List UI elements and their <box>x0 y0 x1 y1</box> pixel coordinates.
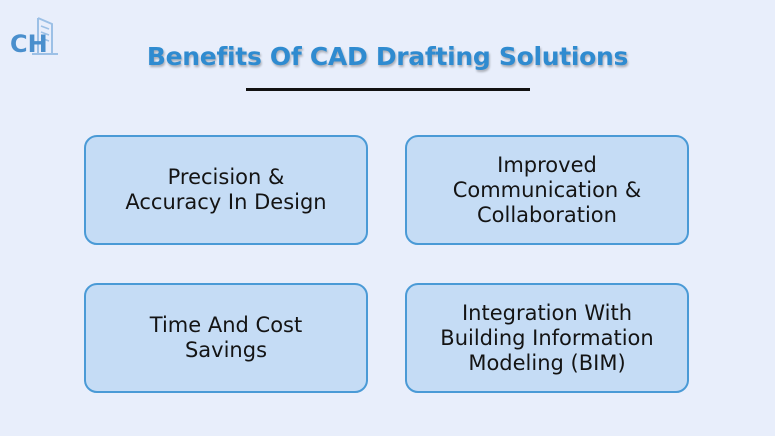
benefit-card-line: Collaboration <box>477 202 617 227</box>
benefit-card-text: Improved Communication & Collaboration <box>453 153 642 228</box>
title-underline <box>246 88 530 91</box>
benefit-card-line: Modeling (BIM) <box>468 350 626 375</box>
benefit-card-precision: Precision & Accuracy In Design <box>84 135 368 245</box>
page-title: Benefits Of CAD Drafting Solutions <box>146 42 629 71</box>
benefit-card-communication: Improved Communication & Collaboration <box>405 135 689 245</box>
benefit-card-line: Integration With <box>461 300 633 325</box>
benefit-card-text: Integration With Building Information Mo… <box>440 301 653 376</box>
benefit-card-line: Savings <box>184 338 268 362</box>
benefit-card-text: Time And Cost Savings <box>150 313 302 363</box>
benefit-card-line: Precision & <box>167 165 285 189</box>
benefit-card-line: Time And Cost <box>149 313 303 337</box>
svg-text:CH: CH <box>10 30 48 58</box>
benefit-card-line: Building Information <box>440 325 654 350</box>
ch-building-logo-icon: CH <box>8 14 60 58</box>
benefit-card-time-cost: Time And Cost Savings <box>84 283 368 393</box>
benefit-card-text: Precision & Accuracy In Design <box>125 165 326 215</box>
benefit-card-bim: Integration With Building Information Mo… <box>405 283 689 393</box>
benefit-card-line: Improved <box>497 152 597 177</box>
benefit-card-line: Communication & <box>452 177 642 202</box>
benefit-card-line: Accuracy In Design <box>125 190 327 214</box>
